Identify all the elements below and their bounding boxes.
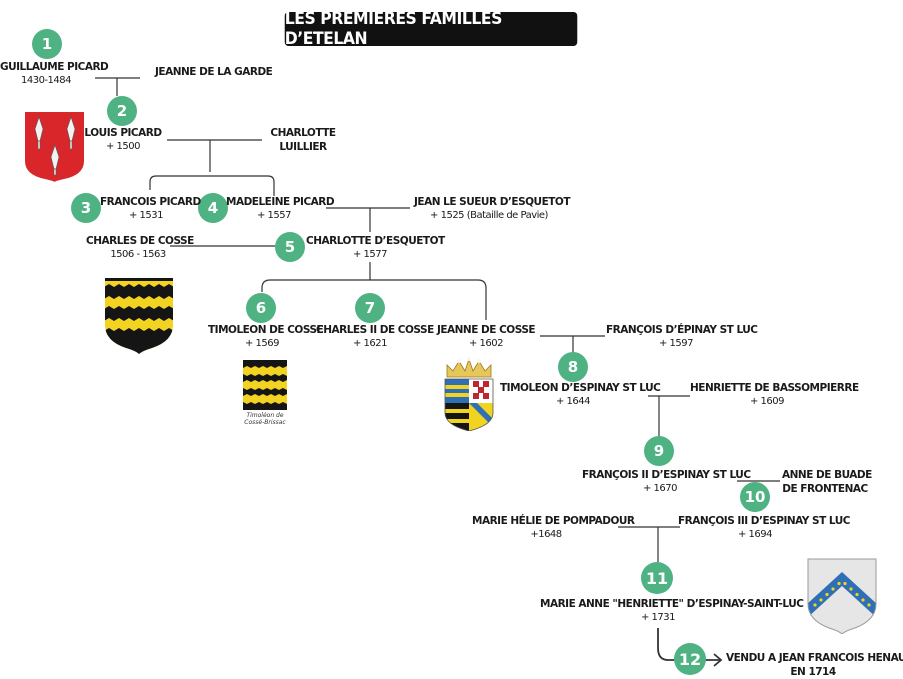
person-francois-picard: FRANCOIS PICARD+ 1531 bbox=[100, 196, 201, 221]
generation-badge-2: 2 bbox=[107, 96, 137, 126]
person-francois-iii-despinay-st-luc: FRANÇOIS III D’ESPINAY ST LUC+ 1694 bbox=[678, 515, 850, 540]
person-henriette-de-bassompierre: HENRIETTE DE BASSOMPIERRE+ 1609 bbox=[690, 382, 859, 407]
person-louis-picard: LOUIS PICARD+ 1500 bbox=[84, 127, 162, 152]
person-madeleine-picard: MADELEINE PICARD+ 1557 bbox=[226, 196, 335, 221]
person-francois-depinay-st-luc: FRANÇOIS D’ÉPINAY ST LUC+ 1597 bbox=[606, 324, 758, 349]
sibling-bracket-2 bbox=[149, 175, 275, 196]
person-marie-anne-henriette: MARIE ANNE "HENRIETTE" D’ESPINAY-SAINT-L… bbox=[540, 598, 804, 623]
person-marie-helie-de-pompadour: MARIE HÉLIE DE POMPADOUR+1648 bbox=[472, 515, 635, 540]
jeanne-de-cosse-coat-of-arms-icon bbox=[444, 357, 494, 431]
espinay-coat-of-arms-icon bbox=[807, 558, 877, 634]
generation-badge-3: 3 bbox=[71, 193, 101, 223]
generation-badge-12: 12 bbox=[674, 643, 706, 675]
sibling-bracket-5 bbox=[261, 279, 487, 320]
person-charlotte-desquetot: CHARLOTTE D’ESQUETOT+ 1577 bbox=[306, 235, 445, 260]
cosse-coat-of-arms-icon bbox=[105, 278, 173, 354]
picard-coat-of-arms-icon bbox=[25, 112, 84, 182]
generation-badge-11: 11 bbox=[641, 562, 673, 594]
generation-badge-5: 5 bbox=[275, 232, 305, 262]
generation-badge-1: 1 bbox=[32, 29, 62, 59]
generation-badge-9: 9 bbox=[644, 436, 674, 466]
person-charles-ii-de-cosse: CHARLES II DE COSSE+ 1621 bbox=[316, 324, 434, 349]
sale-arrow-path bbox=[657, 628, 676, 661]
person-timoleon-de-cosse: TIMOLEON DE COSSE+ 1569 bbox=[208, 324, 324, 349]
person-jean-le-sueur-desquetot: JEAN LE SUEUR D’ESQUETOT+ 1525 (Bataille… bbox=[414, 196, 571, 221]
generation-badge-8: 8 bbox=[558, 352, 588, 382]
person-jeanne-de-cosse: JEANNE DE COSSE+ 1602 bbox=[436, 324, 536, 349]
generation-badge-4: 4 bbox=[198, 193, 228, 223]
timoleon-coat-of-arms-icon bbox=[243, 360, 287, 410]
person-timoleon-despinay-st-luc: TIMOLEON D’ESPINAY ST LUC+ 1644 bbox=[500, 382, 661, 407]
generation-badge-6: 6 bbox=[246, 293, 276, 323]
generation-badge-7: 7 bbox=[355, 293, 385, 323]
person-jeanne-de-la-garde: JEANNE DE LA GARDE bbox=[155, 66, 273, 78]
arrow-head-icon bbox=[713, 653, 723, 667]
generation-badge-10: 10 bbox=[740, 482, 770, 512]
person-francois-ii-despinay-st-luc: FRANÇOIS II D’ESPINAY ST LUC+ 1670 bbox=[582, 469, 751, 494]
page-title: LES PREMIERES FAMILLES D’ETELAN bbox=[284, 9, 578, 49]
